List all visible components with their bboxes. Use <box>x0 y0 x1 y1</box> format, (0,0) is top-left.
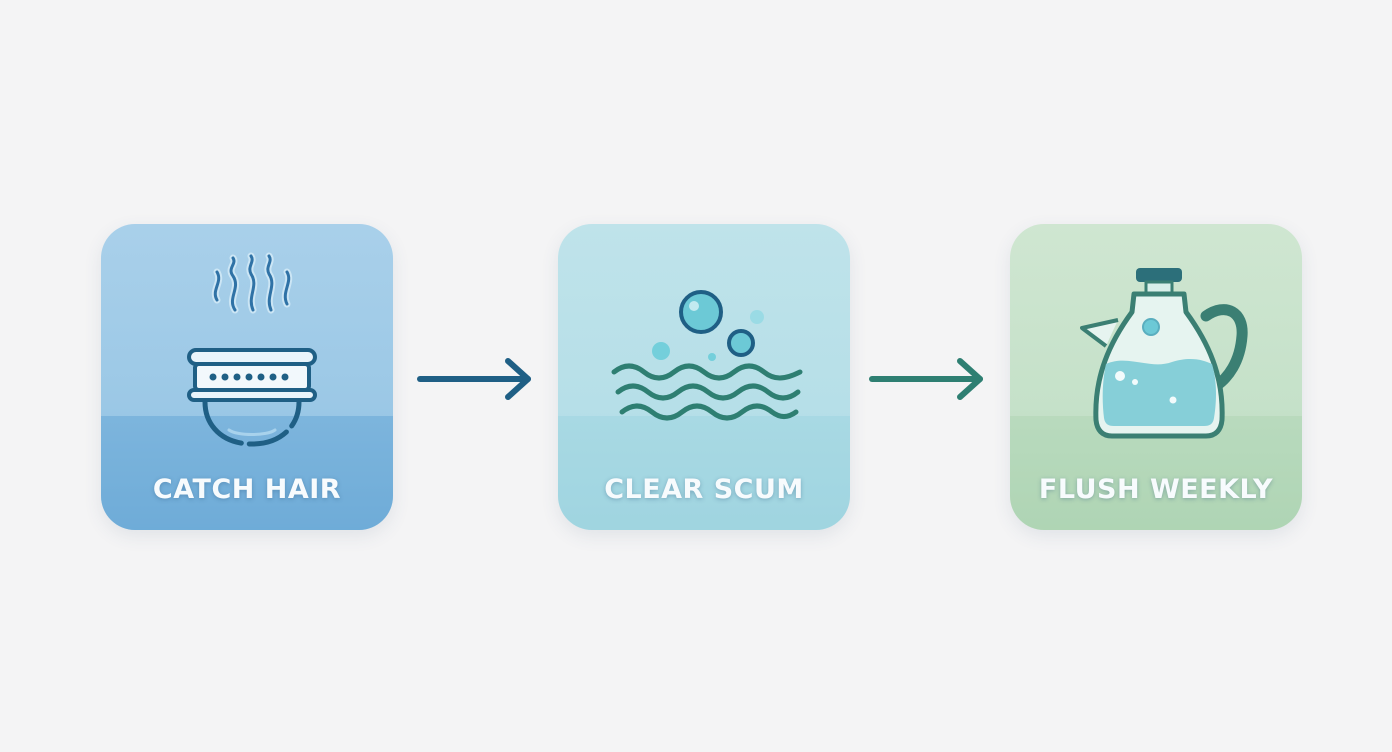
step-card-catch-hair: CATCH HAIR <box>101 224 393 530</box>
step-label: CATCH HAIR <box>152 474 342 505</box>
drain-strainer-icon <box>187 252 317 447</box>
step-label: CLEAR SCUM <box>604 474 804 505</box>
step-card-clear-scum: CLEAR SCUM <box>558 224 850 530</box>
step-card-flush-weekly: FLUSH WEEKLY <box>1010 224 1302 530</box>
kettle-icon <box>1080 268 1248 439</box>
card-bottom-band <box>558 416 850 530</box>
arrow-right-icon <box>869 358 983 400</box>
water-bubbles-icon <box>611 290 803 421</box>
arrow-right-icon <box>417 358 531 400</box>
step-label: FLUSH WEEKLY <box>1038 474 1274 505</box>
